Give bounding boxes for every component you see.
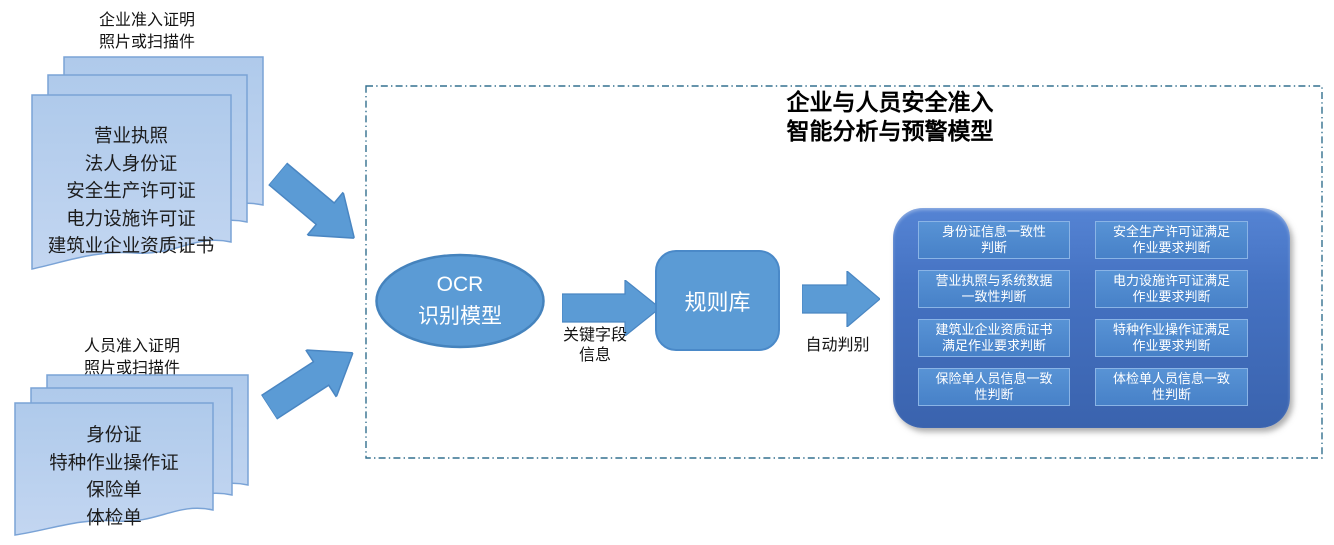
auto-judge-label: 自动判别 <box>805 337 870 354</box>
model-title: 企业与人员安全准入 智能分析与预警模型 <box>786 89 994 144</box>
ocr-ellipse-shape <box>375 253 545 349</box>
personnel-docs-label: 人员准入证明 照片或扫描件 <box>83 338 180 377</box>
enterprise-to-model-arrow-icon <box>267 162 356 239</box>
rules-node: 规则库 <box>655 250 780 351</box>
checks-grid: 身份证信息一致性 判断 安全生产许可证满足 作业要求判断 营业执照与系统数据 一… <box>918 221 1248 406</box>
key-fields-arrow-icon <box>562 280 660 336</box>
model-boundary-box <box>365 85 1323 459</box>
check-item: 建筑业企业资质证书 满足作业要求判断 <box>918 319 1070 357</box>
auto-judge-arrow-icon <box>802 271 880 327</box>
enterprise-document-stack-icon <box>31 56 264 270</box>
check-item: 保险单人员信息一致 性判断 <box>918 368 1070 406</box>
personnel-to-model-arrow-icon <box>260 349 354 421</box>
check-item: 安全生产许可证满足 作业要求判断 <box>1095 221 1248 259</box>
enterprise-docs-text: 营业执照 法人身份证 安全生产许可证 电力设施许可证 建筑业企业资质证书 <box>47 125 215 256</box>
check-item: 体检单人员信息一致 性判断 <box>1095 368 1248 406</box>
personnel-document-stack-icon <box>14 374 249 536</box>
enterprise-docs-label: 企业准入证明 照片或扫描件 <box>98 12 195 51</box>
check-item: 身份证信息一致性 判断 <box>918 221 1070 259</box>
rules-node-label: 规则库 <box>684 289 751 315</box>
personnel-docs-text: 身份证 特种作业操作证 保险单 体检单 <box>49 424 179 528</box>
check-item: 电力设施许可证满足 作业要求判断 <box>1095 270 1248 308</box>
key-fields-label: 关键字段 信息 <box>562 327 627 364</box>
results-panel: 身份证信息一致性 判断 安全生产许可证满足 作业要求判断 营业执照与系统数据 一… <box>893 208 1290 428</box>
check-item: 营业执照与系统数据 一致性判断 <box>918 270 1070 308</box>
ocr-node-label: OCR 识别模型 <box>418 273 502 328</box>
check-item: 特种作业操作证满足 作业要求判断 <box>1095 319 1248 357</box>
